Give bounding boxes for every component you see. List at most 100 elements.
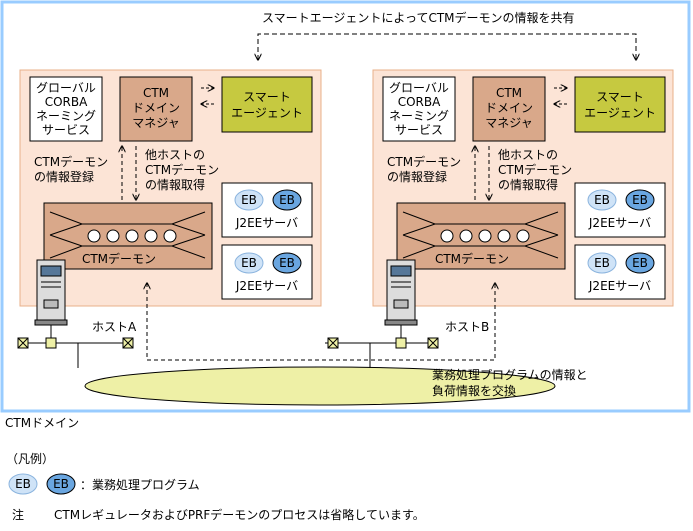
host-label: ホストA bbox=[92, 320, 137, 334]
legend-description: ：業務処理プログラム bbox=[80, 478, 200, 492]
j2ee-server-box bbox=[221, 244, 313, 300]
exchange-label: 負荷情報を交換 bbox=[432, 383, 516, 398]
legend-eb-label: EB bbox=[53, 477, 69, 491]
exchange-dashed-line bbox=[147, 283, 495, 361]
domain-manager-line: ドメイン bbox=[132, 101, 180, 115]
ctm-daemon-label: CTMデーモン bbox=[82, 251, 156, 266]
global-corba-box bbox=[29, 76, 103, 142]
eb-dark-icon bbox=[272, 252, 302, 274]
eb-dark-icon bbox=[625, 189, 655, 211]
host-b-computer-icon bbox=[384, 259, 418, 337]
acquire-label: の情報取得 bbox=[498, 177, 558, 192]
queue-slot bbox=[516, 229, 530, 243]
note-text: CTMレギュレータおよびPRFデーモンのプロセスは省略しています。 bbox=[54, 507, 425, 522]
j2ee-server-box bbox=[574, 182, 666, 238]
domain-manager-line: CTM bbox=[143, 86, 169, 100]
eb-dark-icon bbox=[272, 189, 302, 211]
terminator-icon bbox=[427, 337, 439, 349]
j2ee-server-box bbox=[574, 244, 666, 300]
register-label: CTMデーモン bbox=[34, 154, 108, 169]
eb-label: EB bbox=[279, 193, 295, 207]
smart-agent-line: スマート bbox=[243, 90, 291, 104]
queue-slot bbox=[497, 229, 511, 243]
eb-label: EB bbox=[241, 256, 257, 270]
global-corba-line: CORBA bbox=[45, 95, 88, 109]
j2ee-server-label: J2EEサーバ bbox=[588, 279, 651, 293]
j2ee-server-label: J2EEサーバ bbox=[235, 279, 298, 293]
eb-light-icon bbox=[587, 189, 617, 211]
global-corba-line: サービス bbox=[42, 123, 90, 137]
eb-light-icon bbox=[234, 189, 264, 211]
eb-label: EB bbox=[594, 256, 610, 270]
terminator-icon bbox=[327, 337, 339, 349]
acquire-label: 他ホストの bbox=[145, 148, 205, 162]
exchange-label: 業務処理プログラムの情報と bbox=[432, 368, 588, 382]
ctm-daemon-label: CTMデーモン bbox=[435, 251, 509, 266]
note-mark: 注 bbox=[12, 507, 24, 522]
eb-label: EB bbox=[594, 193, 610, 207]
eb-light-icon bbox=[8, 473, 38, 495]
domain-manager-line: マネジャ bbox=[485, 116, 532, 130]
domain-manager-line: マネジャ bbox=[132, 116, 179, 130]
connector-node bbox=[395, 337, 407, 349]
queue-slot bbox=[478, 229, 492, 243]
queue-slot bbox=[106, 229, 120, 243]
eb-label: EB bbox=[241, 193, 257, 207]
host-b: グローバル CORBA ネーミング サービス CTM ドメイン マネジャ スマー… bbox=[372, 69, 674, 337]
domain-manager-line: CTM bbox=[496, 86, 522, 100]
host-label: ホストB bbox=[445, 320, 489, 334]
eb-label: EB bbox=[632, 193, 648, 207]
domain-caption: CTMドメイン bbox=[5, 416, 79, 430]
daemon-queue-lines bbox=[402, 211, 559, 259]
smart-agent-line: エージェント bbox=[584, 106, 656, 120]
domain-manager-box bbox=[472, 76, 546, 142]
legend-eb-label: EB bbox=[15, 477, 31, 491]
network bbox=[17, 283, 556, 406]
terminator-icon bbox=[122, 337, 134, 349]
eb-label: EB bbox=[632, 256, 648, 270]
j2ee-server-box bbox=[221, 182, 313, 238]
host-a-computer-icon bbox=[34, 259, 68, 337]
shared-info-dashed-line bbox=[258, 33, 636, 60]
queue-slot bbox=[440, 229, 454, 243]
global-corba-line: CORBA bbox=[398, 95, 441, 109]
queue-slot bbox=[87, 229, 101, 243]
global-corba-line: グローバル bbox=[389, 81, 449, 95]
daemon-queue-lines bbox=[49, 211, 206, 259]
global-corba-line: ネーミング bbox=[36, 109, 96, 123]
eb-dark-icon bbox=[46, 473, 76, 495]
acquire-label: CTMデーモン bbox=[145, 162, 219, 177]
queue-slot bbox=[125, 229, 139, 243]
network-ellipse bbox=[84, 366, 556, 406]
eb-label: EB bbox=[279, 256, 295, 270]
register-label: の情報登録 bbox=[387, 169, 447, 184]
queue-slot bbox=[163, 229, 177, 243]
connector-node bbox=[45, 337, 57, 349]
queue-slot bbox=[459, 229, 473, 243]
smart-agent-box bbox=[221, 76, 313, 133]
queue-slot bbox=[144, 229, 158, 243]
eb-light-icon bbox=[587, 252, 617, 274]
global-corba-line: ネーミング bbox=[389, 109, 449, 123]
j2ee-server-label: J2EEサーバ bbox=[235, 216, 298, 230]
domain-manager-line: ドメイン bbox=[485, 101, 533, 115]
eb-dark-icon bbox=[625, 252, 655, 274]
host-a: グローバル CORBA ネーミング サービス CTM ドメイン マネジャ スマー… bbox=[19, 69, 322, 337]
smart-agent-box bbox=[574, 76, 666, 133]
eb-light-icon bbox=[234, 252, 264, 274]
j2ee-server-label: J2EEサーバ bbox=[588, 216, 651, 230]
legend-heading: （凡例） bbox=[6, 452, 54, 466]
global-corba-line: グローバル bbox=[36, 81, 96, 95]
acquire-label: の情報取得 bbox=[145, 177, 205, 192]
domain-manager-box bbox=[119, 76, 193, 142]
terminator-icon bbox=[17, 337, 29, 349]
shared-info-label: スマートエージェントによってCTMデーモンの情報を共有 bbox=[262, 10, 575, 25]
register-label: の情報登録 bbox=[34, 169, 94, 184]
acquire-label: CTMデーモン bbox=[498, 162, 572, 177]
register-label: CTMデーモン bbox=[387, 154, 461, 169]
smart-agent-line: スマート bbox=[596, 90, 644, 104]
global-corba-box bbox=[382, 76, 456, 142]
acquire-label: 他ホストの bbox=[498, 148, 558, 162]
global-corba-line: サービス bbox=[395, 123, 443, 137]
